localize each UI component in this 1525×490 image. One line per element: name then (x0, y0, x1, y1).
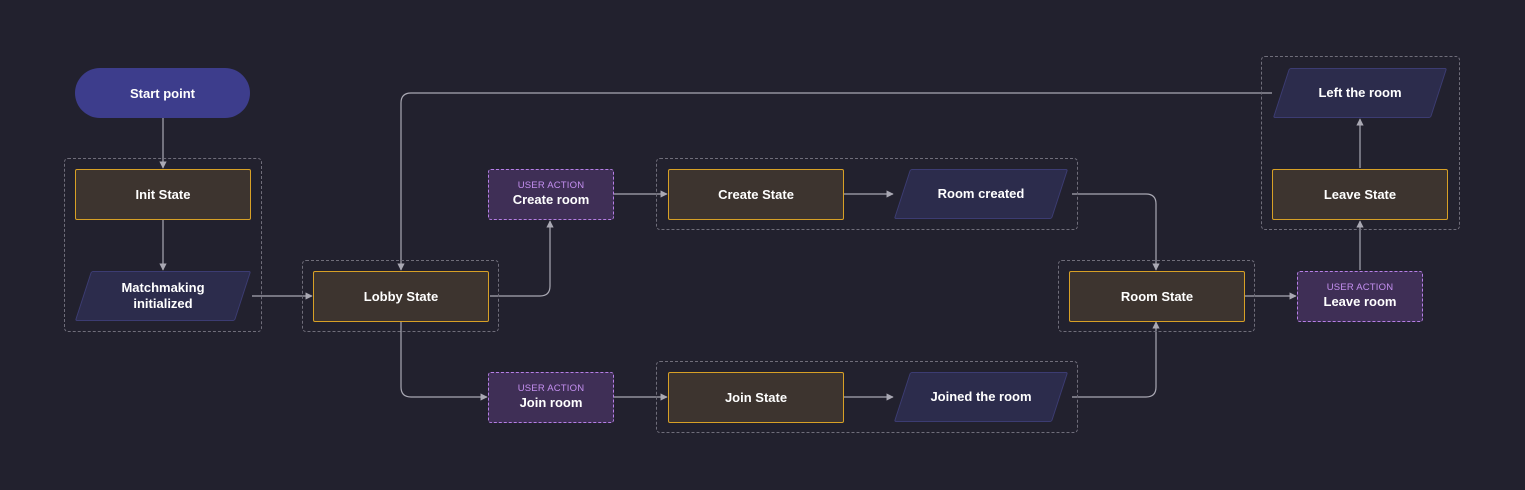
create-state-label: Create State (718, 187, 794, 202)
join-state-label: Join State (724, 390, 788, 405)
matchmaking-label: Matchmaking initialized (121, 279, 205, 311)
join-room-action-label: Join room (519, 395, 583, 411)
room-created-label: Room created (937, 185, 1025, 201)
joined-the-room-label: Joined the room (930, 388, 1032, 404)
connector-room-created-to-room-state (1072, 193, 1160, 271)
room-state-label: Room State (1120, 289, 1194, 304)
connector-lobby-to-join-room (400, 322, 488, 401)
left-the-room-node[interactable]: Left the room (1272, 68, 1448, 118)
lobby-group-frame (302, 260, 499, 332)
matchmaking-initialized-node[interactable]: Matchmaking initialized (74, 271, 252, 321)
connector-lobby-to-create-room (490, 220, 554, 297)
leave-state-label: Leave State (1323, 187, 1397, 202)
room-created-node[interactable]: Room created (893, 169, 1069, 219)
init-state-node[interactable]: Init State (75, 169, 251, 220)
connector-joined-room-to-room-state (1072, 321, 1160, 398)
left-the-room-label: Left the room (1318, 84, 1402, 100)
leave-state-node[interactable]: Leave State (1272, 169, 1448, 220)
start-point-label: Start point (130, 85, 195, 101)
join-state-node[interactable]: Join State (668, 372, 844, 423)
init-group-frame (64, 158, 262, 332)
leave-room-action-tag: USER ACTION (1326, 282, 1394, 294)
room-state-node[interactable]: Room State (1069, 271, 1245, 322)
lobby-state-node[interactable]: Lobby State (313, 271, 489, 322)
join-group-frame (656, 361, 1078, 433)
create-room-action-label: Create room (512, 192, 590, 208)
join-room-action-tag: USER ACTION (517, 383, 585, 395)
init-state-label: Init State (135, 187, 191, 202)
leave-room-action-label: Leave room (1323, 294, 1397, 310)
leave-group-frame (1261, 56, 1460, 230)
create-state-node[interactable]: Create State (668, 169, 844, 220)
start-point-node[interactable]: Start point (75, 68, 250, 118)
create-group-frame (656, 158, 1078, 230)
leave-room-action-node[interactable]: USER ACTION Leave room (1297, 271, 1423, 322)
room-group-frame (1058, 260, 1255, 332)
create-room-action-node[interactable]: USER ACTION Create room (488, 169, 614, 220)
connector-left-room-to-lobby (397, 92, 1272, 271)
lobby-state-label: Lobby State (363, 289, 439, 304)
join-room-action-node[interactable]: USER ACTION Join room (488, 372, 614, 423)
joined-the-room-node[interactable]: Joined the room (893, 372, 1069, 422)
create-room-action-tag: USER ACTION (517, 180, 585, 192)
